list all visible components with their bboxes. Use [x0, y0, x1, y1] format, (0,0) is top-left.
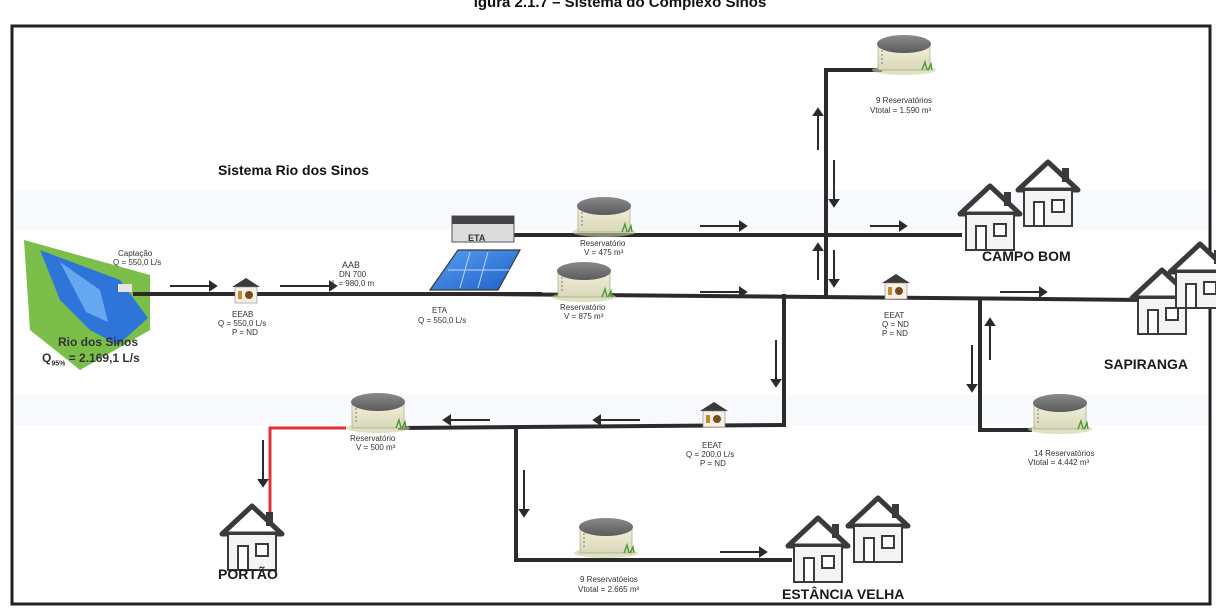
reservoir-875-icon [551, 261, 617, 303]
river-flow-sub: 95% [51, 360, 66, 368]
reservoir-475-icon [571, 196, 637, 238]
eeat-bottom-flow: Q = 200,0 L/s [686, 450, 735, 459]
aab-label: AAB [342, 260, 361, 270]
city-campo-bom: CAMPO BOM [982, 248, 1071, 264]
eeab-label: EEAB [232, 310, 254, 319]
city-estancia-velha: ESTÂNCIA VELHA [782, 586, 905, 602]
reservoir-500-icon [345, 392, 411, 434]
portao-pipe [268, 426, 346, 518]
river-icon [24, 240, 150, 370]
aab-dn: DN 700 [339, 270, 367, 279]
eeat-bottom-power: P = ND [700, 459, 726, 468]
eta-tank-label: ETA [468, 233, 486, 243]
reservoir-500-label: Reservatório [350, 434, 396, 443]
portao-house-icon [222, 506, 282, 570]
eta-icon [428, 215, 522, 291]
eta-label: ETA [432, 306, 447, 315]
reservoir-9-top-volume: Vtotal = 1.590 m³ [870, 106, 932, 115]
reservoir-9-bottom-label: 9 Reservatóeios [580, 575, 638, 584]
reservoir-475-label: Reservatório [580, 239, 626, 248]
sapiranga-house-2-icon [1170, 244, 1216, 308]
river-flow-value: = 2.169,1 L/s [65, 351, 140, 365]
river-name: Rio dos Sinos [58, 335, 139, 349]
estancia-velha-house-icon [788, 518, 848, 582]
river-flow: Q95% = 2.169,1 L/s [42, 351, 140, 368]
reservoir-475-volume: V = 475 m³ [584, 248, 624, 257]
estancia-velha-house-2-icon [848, 498, 908, 562]
eeab-pump-icon [231, 277, 261, 304]
reservoir-875-label: Reservatório [560, 303, 606, 312]
eeat-right-flow: Q = ND [882, 320, 909, 329]
reservoir-14-icon [1027, 393, 1093, 435]
flow-arrows [170, 107, 1048, 558]
aab-length: L = 980,0 m [332, 279, 375, 288]
captacao-flow: Q = 550,0 L/s [113, 258, 162, 267]
diagram-frame [10, 24, 1212, 606]
pipe-network [133, 68, 1153, 562]
eeat-right-label: EEAT [884, 311, 905, 320]
eeat-right-power: P = ND [882, 329, 908, 338]
reservoir-9-top-icon [871, 34, 937, 76]
river-flow-prefix: Q [42, 351, 52, 365]
reservoir-9-top-label: 9 Reservatórios [876, 96, 933, 105]
reservoir-14-label: 14 Reservatórios [1034, 449, 1095, 458]
reservoir-500-volume: V = 500 m³ [356, 443, 396, 452]
figure-title: igura 2.1.7 – Sistema do Complexo Sinos [473, 0, 767, 11]
eta-flow: Q = 550,0 L/s [418, 316, 467, 325]
reservoir-14-volume: Vtotal = 4.442 m³ [1028, 458, 1090, 467]
eeat-right-pump-icon [881, 273, 911, 300]
eeab-flow: Q = 550,0 L/s [218, 319, 267, 328]
campo-bom-house-2-icon [1018, 162, 1078, 226]
eeab-power: P = ND [232, 328, 258, 337]
eeat-bottom-label: EEAT [702, 441, 723, 450]
reservoir-9-bottom-icon [573, 517, 639, 559]
system-title: Sistema Rio dos Sinos [218, 162, 369, 178]
city-portao: PORTÃO [218, 566, 278, 582]
reservoir-875-volume: V = 875 m³ [564, 312, 604, 321]
reservoir-9-bottom-volume: Vtotal = 2.665 m³ [578, 585, 640, 594]
captacao-label: Captação [118, 249, 153, 258]
city-sapiranga: SAPIRANGA [1104, 356, 1189, 372]
